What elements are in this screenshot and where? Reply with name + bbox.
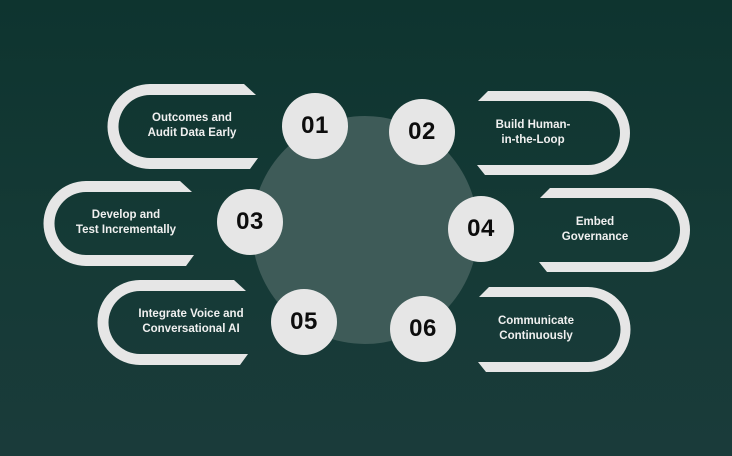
step-02-label-line1: Build Human-	[495, 119, 571, 131]
pill-frame-01	[107, 84, 258, 169]
step-04-number: 04	[467, 215, 495, 242]
step-04-label: Embed Governance	[530, 215, 660, 245]
step-02-label-line2: in-the-Loop	[501, 134, 565, 146]
pill-frame-05	[97, 280, 248, 365]
step-03-label: Develop and Test Incrementally	[61, 208, 191, 238]
step-03-label-line2: Test Incrementally	[75, 224, 177, 236]
step-01-label-line2: Audit Data Early	[147, 127, 237, 139]
step-06-badge: 06	[390, 296, 456, 362]
step-06-label-line1: Communicate	[497, 315, 575, 327]
step-02-badge: 02	[389, 99, 455, 165]
step-06-label: Communicate Continuously	[471, 314, 601, 344]
step-01-number: 01	[301, 112, 329, 139]
step-05-number: 05	[290, 308, 318, 335]
step-05-badge: 05	[271, 289, 337, 355]
step-05-label-line2: Conversational AI	[142, 323, 240, 335]
step-01-badge: 01	[282, 93, 348, 159]
step-02-label: Build Human- in-the-Loop	[468, 118, 598, 148]
step-03-number: 03	[236, 208, 264, 235]
step-05-label-line1: Integrate Voice and	[138, 308, 244, 320]
pill-frame-02	[477, 91, 630, 175]
step-06-number: 06	[409, 315, 437, 342]
step-05-label: Integrate Voice and Conversational AI	[121, 307, 261, 337]
step-03-badge: 03	[217, 189, 283, 255]
step-04-label-line2: Governance	[561, 231, 629, 243]
pill-frame-06	[478, 287, 631, 372]
pill-frame-03	[43, 181, 195, 266]
step-06-label-line2: Continuously	[499, 330, 573, 342]
pill-frame-04	[539, 188, 690, 272]
step-04-label-line1: Embed	[575, 216, 615, 228]
step-01-label: Outcomes and Audit Data Early	[127, 111, 257, 141]
step-02-number: 02	[408, 118, 436, 145]
step-03-label-line1: Develop and	[91, 209, 161, 221]
step-04-badge: 04	[448, 196, 514, 262]
step-01-label-line1: Outcomes and	[152, 112, 232, 124]
